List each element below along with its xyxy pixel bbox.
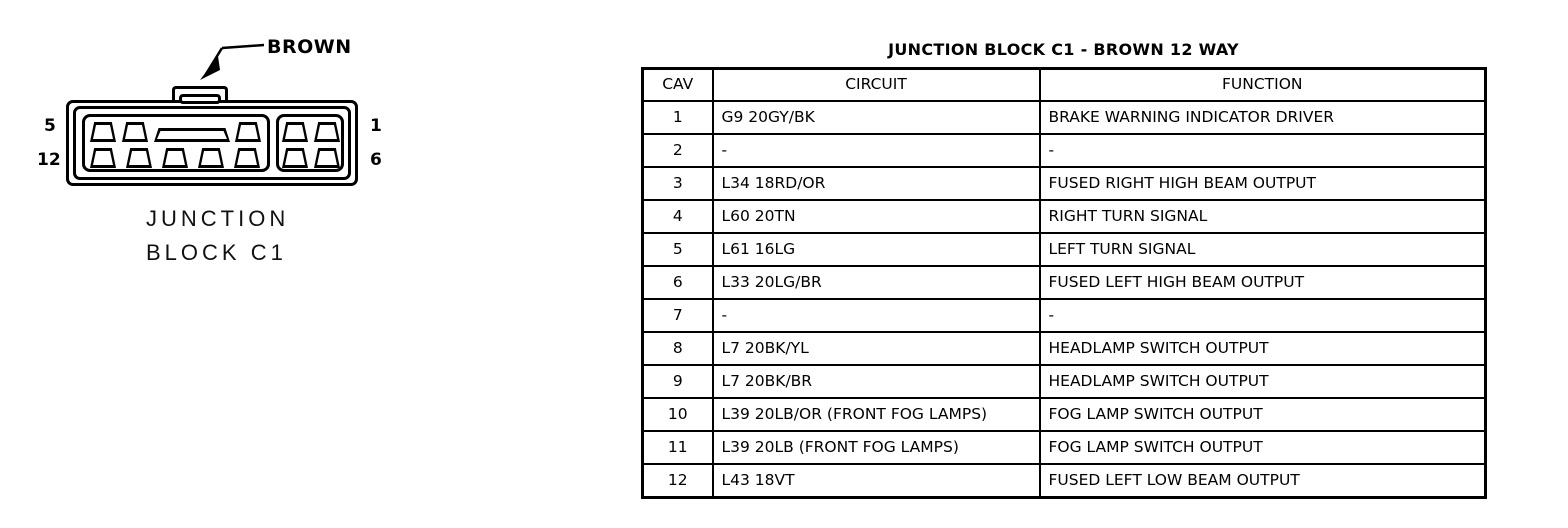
- cell-cav: 2: [641, 133, 714, 168]
- connector-latch-tab-inner: [179, 94, 221, 104]
- cell-circuit: L7 20BK/YL: [711, 331, 1041, 366]
- brown-callout-leader-arrow-icon: [200, 43, 265, 80]
- cell-function: FUSED LEFT LOW BEAM OUTPUT: [1038, 463, 1487, 499]
- pin-label-top-left: 5: [44, 116, 56, 136]
- cavity: [162, 148, 188, 168]
- cavity: [235, 122, 261, 142]
- cell-cav: 5: [641, 232, 714, 267]
- cell-circuit: L39 20LB/OR (FRONT FOG LAMPS): [711, 397, 1041, 432]
- pin-label-bottom-left: 12: [37, 150, 61, 170]
- cell-function: FOG LAMP SWITCH OUTPUT: [1038, 397, 1487, 432]
- cavity-keyed-wide: [154, 128, 230, 142]
- table-row: 7--: [641, 298, 1487, 333]
- cell-circuit: L43 18VT: [711, 463, 1041, 499]
- connector-diagram-panel: BROWN 5 12 1 6 JUNCTION BLOCK C1: [0, 0, 620, 528]
- cell-cav: 12: [641, 463, 714, 499]
- cell-function: HEADLAMP SWITCH OUTPUT: [1038, 364, 1487, 399]
- pinout-table-title: JUNCTION BLOCK C1 - BROWN 12 WAY: [888, 40, 1239, 59]
- cell-circuit: L34 18RD/OR: [711, 166, 1041, 201]
- cell-function: RIGHT TURN SIGNAL: [1038, 199, 1487, 234]
- cell-circuit: L39 20LB (FRONT FOG LAMPS): [711, 430, 1041, 465]
- connector-shell-inner: [73, 106, 351, 180]
- cavity: [234, 148, 260, 168]
- connector-caption-line-2: BLOCK C1: [146, 240, 287, 265]
- cavity: [282, 148, 308, 168]
- cavity: [314, 148, 340, 168]
- cell-cav: 3: [641, 166, 714, 201]
- cell-function: FOG LAMP SWITCH OUTPUT: [1038, 430, 1487, 465]
- pin-label-bottom-right: 6: [370, 150, 382, 170]
- cell-cav: 7: [641, 298, 714, 333]
- pinout-table-panel: JUNCTION BLOCK C1 - BROWN 12 WAY CAV CIR…: [641, 40, 1487, 499]
- table-header-row: CAV CIRCUIT FUNCTION: [641, 67, 1487, 102]
- cell-function: HEADLAMP SWITCH OUTPUT: [1038, 331, 1487, 366]
- cell-circuit: G9 20GY/BK: [711, 100, 1041, 135]
- brown-callout-label: BROWN: [267, 36, 352, 58]
- cell-cav: 8: [641, 331, 714, 366]
- cell-function: LEFT TURN SIGNAL: [1038, 232, 1487, 267]
- column-header-function: FUNCTION: [1038, 67, 1487, 102]
- connector-caption: JUNCTION BLOCK C1: [146, 202, 289, 270]
- cavity-group-right: [276, 114, 344, 172]
- table-row: 2--: [641, 133, 1487, 168]
- cell-cav: 10: [641, 397, 714, 432]
- cell-cav: 11: [641, 430, 714, 465]
- cell-circuit: L60 20TN: [711, 199, 1041, 234]
- cavity: [122, 122, 148, 142]
- cell-cav: 1: [641, 100, 714, 135]
- cell-cav: 4: [641, 199, 714, 234]
- cavity: [126, 148, 152, 168]
- connector-housing: [66, 86, 362, 190]
- column-header-circuit: CIRCUIT: [711, 67, 1041, 102]
- cavity-group-left: [82, 114, 270, 172]
- cavity: [282, 122, 308, 142]
- cavity: [314, 122, 340, 142]
- column-header-cav: CAV: [641, 67, 714, 102]
- cell-circuit: L7 20BK/BR: [711, 364, 1041, 399]
- cell-circuit: L33 20LG/BR: [711, 265, 1041, 300]
- cell-circuit: L61 16LG: [711, 232, 1041, 267]
- cavity: [90, 148, 116, 168]
- cell-cav: 6: [641, 265, 714, 300]
- cavity: [198, 148, 224, 168]
- cell-function: FUSED RIGHT HIGH BEAM OUTPUT: [1038, 166, 1487, 201]
- cell-function: FUSED LEFT HIGH BEAM OUTPUT: [1038, 265, 1487, 300]
- cell-cav: 9: [641, 364, 714, 399]
- cell-circuit: -: [711, 133, 1041, 168]
- cell-function: BRAKE WARNING INDICATOR DRIVER: [1038, 100, 1487, 135]
- cavity: [90, 122, 116, 142]
- pin-label-top-right: 1: [370, 116, 382, 136]
- cell-function: -: [1038, 298, 1487, 333]
- connector-caption-line-1: JUNCTION: [146, 206, 290, 231]
- cell-circuit: -: [711, 298, 1041, 333]
- cell-function: -: [1038, 133, 1487, 168]
